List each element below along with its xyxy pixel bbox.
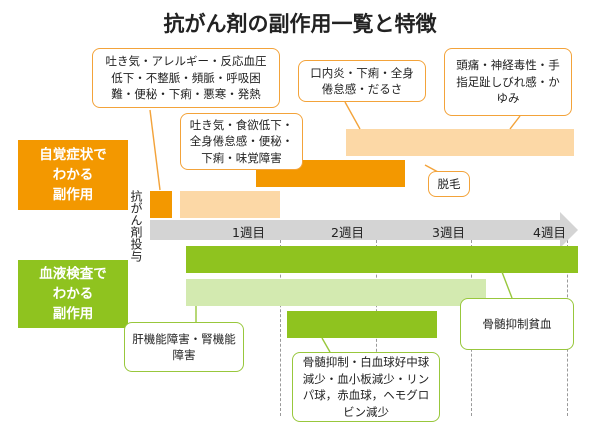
category-line: 血液検査で: [39, 266, 107, 282]
page-title: 抗がん剤の副作用一覧と特徴: [163, 12, 437, 36]
connector-anemia: [501, 271, 513, 299]
callout-line: 指足趾しびれ感・か: [456, 74, 560, 89]
connector-marrow: [321, 337, 331, 353]
connector-mouth: [344, 101, 361, 130]
callout-line: 吐き気・アレルギー・反応血圧: [105, 54, 267, 69]
week-2-label: 2週目: [331, 225, 364, 240]
callout-line: 倦怠感・だるさ: [321, 82, 403, 96]
bar-anemia: [186, 246, 578, 273]
callout-line: 肝機能障害・腎機能: [132, 331, 236, 346]
callout-line: ビン減少: [343, 404, 389, 419]
connector-neuro: [509, 115, 521, 130]
bar-week1-symptoms: [180, 191, 280, 218]
bar-late-symptoms: [346, 129, 574, 156]
callout-line: 全身倦怠感・便秘・: [189, 134, 294, 149]
time-axis: [150, 220, 560, 240]
callout-line: 骨髄抑制貧血: [482, 316, 552, 331]
callout-neuro: 頭痛・神経毒性・手 指足趾しびれ感・か ゆみ: [444, 48, 572, 116]
bar-immediate-reactions: [150, 191, 172, 218]
category-line: 副作用: [52, 187, 94, 203]
callout-line: 脱毛: [437, 176, 461, 191]
callout-mouth: 口内炎・下痢・全身 倦怠感・だるさ: [298, 60, 426, 102]
bar-bone-marrow: [287, 311, 437, 338]
callout-line: 障害: [172, 348, 196, 362]
category-line: わかる: [52, 286, 94, 302]
callout-line: 減少・血小板減少・リン: [302, 371, 430, 386]
connector-hair: [424, 164, 439, 173]
dose-label: 抗がん剤投与: [129, 190, 143, 262]
category-subjective-symptoms: 自覚症状で わかる 副作用: [18, 140, 128, 210]
callout-line: パ球，赤血球，ヘモグロ: [302, 388, 430, 402]
time-axis-arrowhead: [560, 212, 578, 248]
week-3-label: 3週目: [432, 225, 465, 240]
callout-line: 頭痛・神経毒性・手: [456, 58, 560, 73]
callout-liver-kidney: 肝機能障害・腎機能 障害: [124, 322, 244, 372]
week-4-label: 4週目: [533, 225, 566, 240]
callout-appetite: 吐き気・食欲低下・ 全身倦怠感・便秘・ 下痢・味覚障害: [180, 113, 303, 170]
category-blood-test: 血液検査で わかる 副作用: [18, 260, 128, 328]
callout-line: 低下・不整脈・頻脈・呼吸困: [111, 70, 261, 85]
callout-hair-loss: 脱毛: [428, 171, 470, 197]
category-line: わかる: [52, 167, 94, 183]
callout-line: 下痢・味覚障害: [201, 150, 282, 165]
category-line: 副作用: [52, 306, 94, 322]
week-1-guide: [280, 240, 281, 416]
callout-line: 骨髄抑制・白血球好中球: [302, 355, 430, 369]
callout-line: 口内炎・下痢・全身: [310, 65, 414, 80]
callout-bone-marrow: 骨髄抑制・白血球好中球 減少・血小板減少・リン パ球，赤血球，ヘモグロ ビン減少: [292, 352, 440, 422]
callout-anemia: 骨髄抑制貧血: [460, 298, 574, 350]
bar-liver-kidney: [186, 279, 486, 306]
callout-early-reactions: 吐き気・アレルギー・反応血圧 低下・不整脈・頻脈・呼吸困 難・便秘・下痢・悪寒・…: [92, 48, 280, 108]
week-1-label: 1週目: [232, 225, 265, 240]
connector-early: [149, 109, 161, 191]
category-line: 自覚症状で: [39, 147, 107, 163]
callout-line: 吐き気・食欲低下・: [189, 117, 294, 132]
callout-line: 難・便秘・下痢・悪寒・発熱: [111, 87, 261, 102]
callout-line: ゆみ: [496, 91, 520, 106]
